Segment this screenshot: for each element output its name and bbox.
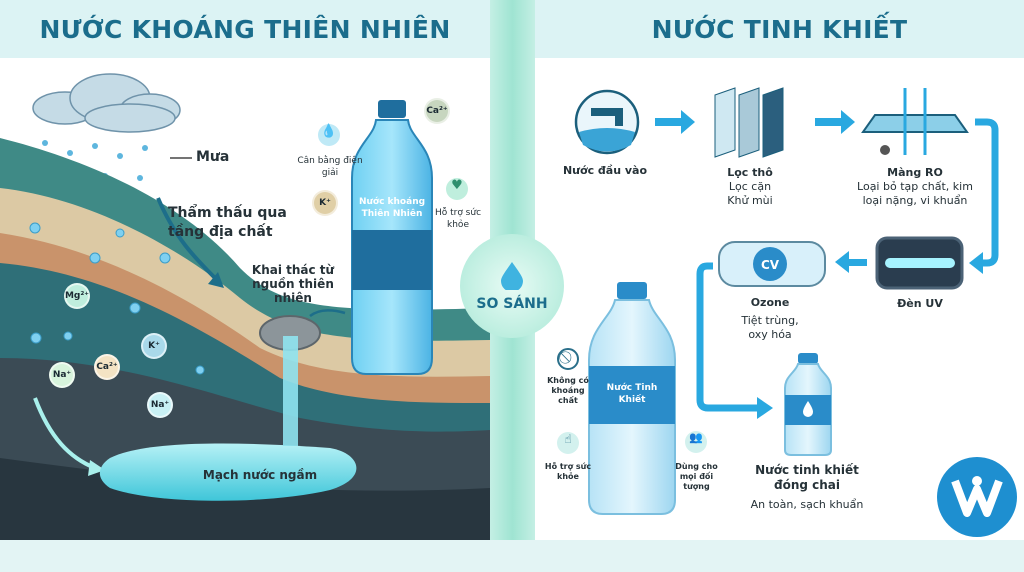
infiltration-arrow xyxy=(156,197,217,280)
faucet-icon xyxy=(574,89,640,155)
ro-membrane-icon xyxy=(861,88,969,155)
feature-everyone: Dùng cho mọi đối tượng xyxy=(675,462,718,491)
groundwater-label: Mạch nước ngầm xyxy=(202,468,318,482)
geology-illustration xyxy=(0,73,490,540)
brand-logo xyxy=(937,457,1017,537)
benefit-health: Hỗ trợ sức khỏe xyxy=(434,208,482,230)
step-ozone-desc: Tiệt trùng, oxy hóa xyxy=(741,314,799,341)
benefit-electrolyte: Cân bằng điện giải xyxy=(297,156,363,178)
mineral-bottle-label: Nước khoáng Thiên Nhiên xyxy=(358,197,426,219)
ion-mg: Mg²⁺ xyxy=(64,283,90,309)
purified-bottle-label: Nước Tinh Khiết xyxy=(606,383,658,405)
small-bottle-icon xyxy=(784,353,832,456)
feature-no-minerals: Không có khoáng chất xyxy=(547,376,589,405)
water-drop-icon xyxy=(501,262,523,290)
ion-na: Na⁺ xyxy=(49,362,75,388)
groundwater-pool xyxy=(99,443,357,501)
natural-mineral-panel: NƯỚC KHOÁNG THIÊN NHIÊN xyxy=(0,0,490,540)
step-bottled-title: Nước tinh khiết đóng chai xyxy=(755,463,859,492)
infiltration-label: Thẩm thấu qua tầng địa chất xyxy=(168,205,287,240)
step-input-title: Nước đầu vào xyxy=(562,164,648,177)
ion-ca: Ca²⁺ xyxy=(94,354,120,380)
coarse-filter-icon xyxy=(714,87,784,158)
ozone-badge: CV xyxy=(760,258,780,272)
ozone-tank-icon xyxy=(718,241,826,287)
hand-icon: ☝ xyxy=(557,432,579,454)
right-title: NƯỚC TINH KHIẾT xyxy=(535,0,1024,58)
left-title: NƯỚC KHOÁNG THIÊN NHIÊN xyxy=(0,0,490,58)
process-diagram xyxy=(574,87,999,515)
step-ro-title: Màng RO xyxy=(887,166,943,179)
compare-label: SO SÁNH xyxy=(476,296,548,312)
compare-badge: SO SÁNH xyxy=(460,234,564,338)
people-icon: 👥 xyxy=(685,431,707,453)
droplet-icon: 💧 xyxy=(318,124,340,146)
ion-k: K⁺ xyxy=(141,333,167,359)
purified-water-panel: NƯỚC TINH KHIẾT Nước đầu vào Lọc thô Lọc… xyxy=(535,0,1024,540)
uv-lamp-icon xyxy=(875,236,964,290)
no-mineral-icon: ⃠ xyxy=(557,348,579,370)
cloud-icon xyxy=(32,73,181,133)
step-ro-desc: Loại bỏ tạp chất, kim loại nặng, vi khuẩ… xyxy=(857,180,973,207)
heart-icon: ♥ xyxy=(446,178,468,200)
extraction-label: Khai thác từ nguồn thiên nhiên xyxy=(251,263,335,305)
ion-k: K⁺ xyxy=(312,190,338,216)
ion-ca: Ca²⁺ xyxy=(424,98,450,124)
purified-bottle-icon xyxy=(588,282,676,515)
bottom-strip xyxy=(0,540,1024,572)
step-bottled-desc: An toàn, sạch khuẩn xyxy=(750,498,864,511)
mineral-bottle-icon xyxy=(351,100,433,375)
flow-arrows xyxy=(655,110,855,134)
step-coarse-title: Lọc thô xyxy=(727,166,773,179)
rain-label: Mưa xyxy=(196,149,230,165)
step-coarse-desc: Lọc cặn Khử mùi xyxy=(727,180,773,207)
step-ozone-title: Ozone xyxy=(750,296,790,309)
step-uv-title: Đèn UV xyxy=(897,297,943,310)
water-stream xyxy=(283,336,298,446)
feature-health: Hỗ trợ sức khỏe xyxy=(544,462,592,481)
ion-na: Na⁺ xyxy=(147,392,173,418)
